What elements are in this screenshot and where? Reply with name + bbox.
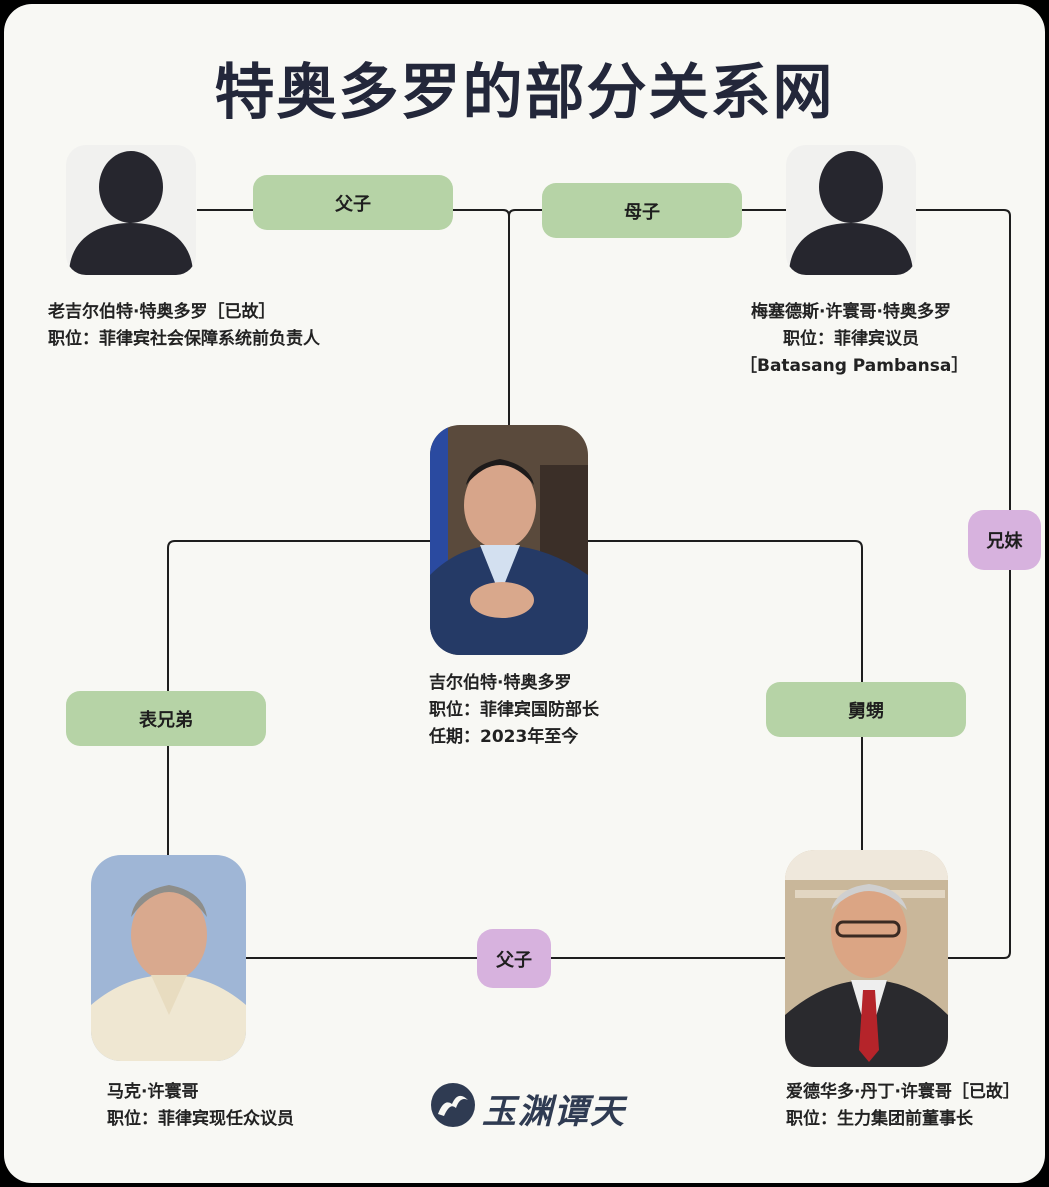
mark-role: 职位：菲律宾现任众议员 bbox=[107, 1109, 294, 1129]
eduardo-name: 爱德华多·丹丁·许寰哥［已故］ bbox=[786, 1082, 1020, 1102]
mark-photo bbox=[91, 855, 246, 1061]
relation-mother-son: 母子 bbox=[542, 183, 742, 238]
relation-cousins: 表兄弟 bbox=[66, 691, 266, 746]
line-center-to-mark bbox=[167, 540, 430, 855]
gilbert-name: 吉尔伯特·特奥多罗 bbox=[429, 673, 572, 693]
mercedes-role-note: ［Batasang Pambansa］ bbox=[740, 356, 969, 376]
line-father-pill-to-junction bbox=[453, 209, 510, 425]
line-mercedes-to-eduardo bbox=[916, 209, 1011, 959]
eduardo-label: 爱德华多·丹丁·许寰哥［已故］ 职位：生力集团前董事长 bbox=[786, 1079, 1020, 1133]
eduardo-role: 职位：生力集团前董事长 bbox=[786, 1109, 973, 1129]
mercedes-role: 职位：菲律宾议员 bbox=[783, 329, 919, 349]
eduardo-photo bbox=[785, 850, 948, 1067]
logo-text: 玉渊谭天 bbox=[482, 1092, 626, 1132]
page-title: 特奥多罗的部分关系网 bbox=[214, 58, 835, 128]
elder-gilbert-role: 职位：菲律宾社会保障系统前负责人 bbox=[48, 329, 320, 349]
line-mother-pill-to-junction bbox=[508, 209, 542, 217]
mark-name: 马克·许寰哥 bbox=[107, 1082, 199, 1102]
mercedes-name: 梅塞德斯·许寰哥·特奥多罗 bbox=[751, 302, 951, 322]
person-silhouette-icon bbox=[69, 151, 193, 275]
mercedes-avatar bbox=[786, 145, 916, 275]
relation-uncle-nephew: 舅甥 bbox=[766, 682, 966, 737]
gilbert-photo bbox=[430, 425, 588, 655]
gilbert-role: 职位：菲律宾国防部长 bbox=[429, 700, 599, 720]
gilbert-term: 任期：2023年至今 bbox=[429, 727, 579, 747]
elder-gilbert-label: 老吉尔伯特·特奥多罗［已故］ 职位：菲律宾社会保障系统前负责人 bbox=[48, 299, 320, 353]
mark-label: 马克·许寰哥 职位：菲律宾现任众议员 bbox=[107, 1079, 294, 1133]
elder-gilbert-avatar bbox=[66, 145, 196, 275]
relation-father-son-bottom: 父子 bbox=[477, 929, 551, 988]
mercedes-label: 梅塞德斯·许寰哥·特奥多罗 职位：菲律宾议员 ［Batasang Pambans… bbox=[740, 299, 969, 380]
gilbert-label: 吉尔伯特·特奥多罗 职位：菲律宾国防部长 任期：2023年至今 bbox=[429, 670, 599, 751]
person-silhouette-icon bbox=[789, 151, 913, 275]
elder-gilbert-name: 老吉尔伯特·特奥多罗［已故］ bbox=[48, 302, 276, 322]
relation-siblings: 兄妹 bbox=[968, 510, 1041, 570]
relation-father-son-top: 父子 bbox=[253, 175, 453, 230]
line-center-to-eduardo bbox=[588, 540, 863, 850]
logo-wave-icon bbox=[431, 1083, 475, 1127]
